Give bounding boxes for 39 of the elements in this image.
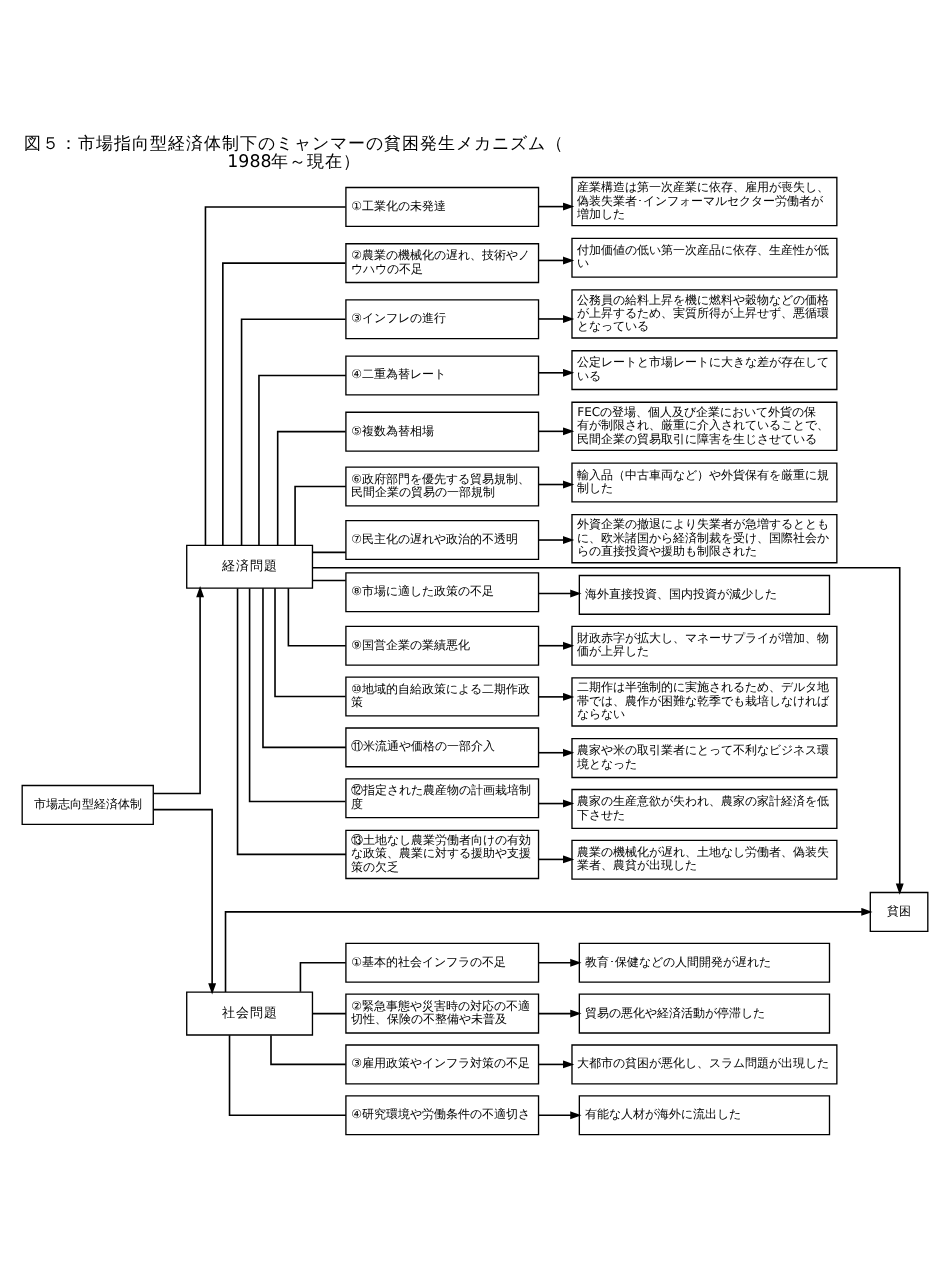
connector bbox=[228, 1033, 347, 1116]
connector bbox=[311, 550, 347, 553]
connector bbox=[311, 578, 347, 581]
arrow bbox=[537, 691, 575, 700]
arrow bbox=[537, 255, 575, 264]
arrow bbox=[152, 585, 205, 794]
arrow bbox=[537, 854, 575, 863]
arrow bbox=[537, 314, 575, 322]
arrow bbox=[537, 1059, 575, 1068]
arrow bbox=[537, 1008, 582, 1017]
connector bbox=[236, 586, 347, 855]
connector bbox=[311, 1011, 347, 1014]
connector bbox=[262, 586, 347, 748]
connector bbox=[299, 960, 347, 992]
connector bbox=[276, 429, 347, 545]
arrow bbox=[311, 566, 904, 894]
arrow bbox=[537, 367, 575, 376]
connector bbox=[258, 373, 347, 545]
connector bbox=[240, 317, 347, 546]
arrow bbox=[537, 201, 575, 210]
arrow bbox=[537, 1110, 582, 1119]
arrow bbox=[537, 798, 575, 807]
connector bbox=[274, 586, 347, 697]
connector bbox=[248, 586, 347, 802]
arrow bbox=[152, 807, 217, 994]
arrow bbox=[537, 479, 575, 488]
connector bbox=[204, 205, 347, 546]
arrow bbox=[537, 588, 582, 597]
arrow bbox=[537, 957, 582, 966]
connector bbox=[294, 484, 347, 546]
connector bbox=[270, 1033, 347, 1065]
connector bbox=[287, 586, 347, 646]
connector bbox=[222, 261, 347, 545]
arrow bbox=[537, 426, 575, 435]
arrow bbox=[537, 747, 575, 756]
arrow bbox=[224, 906, 873, 992]
diagram-title: 図５：市場指向型経済体制下のミャンマーの貧困発生メカニズム（1988年～現在） bbox=[24, 133, 565, 173]
arrow bbox=[537, 535, 575, 543]
arrow bbox=[537, 640, 575, 649]
